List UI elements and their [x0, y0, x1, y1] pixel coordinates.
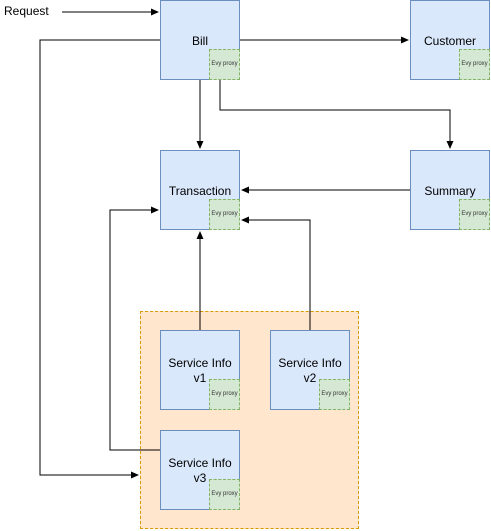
transaction-service-label: Transaction [168, 183, 232, 198]
service-info-v1-proxy[interactable]: Evy proxy [209, 379, 240, 410]
service-info-v2-proxy[interactable]: Evy proxy [319, 379, 350, 410]
bill-service-label: Bill [191, 33, 208, 48]
bill-service[interactable]: Bill Evy proxy [160, 0, 240, 80]
transaction-service[interactable]: Transaction Evy proxy [160, 150, 240, 230]
service-info-v1-label: Service Info v1 [168, 356, 232, 385]
summary-proxy[interactable]: Evy proxy [459, 199, 490, 230]
customer-service[interactable]: Customer Evy proxy [410, 0, 490, 80]
transaction-proxy[interactable]: Evy proxy [209, 199, 240, 230]
service-info-v3-label: Service Info v3 [168, 456, 232, 485]
request-label: Request [4, 4, 49, 18]
bill-proxy[interactable]: Evy proxy [209, 49, 240, 80]
service-info-v1[interactable]: Service Info v1 Evy proxy [160, 330, 240, 410]
service-info-v2[interactable]: Service Info v2 Evy proxy [270, 330, 350, 410]
service-info-v3[interactable]: Service Info v3 Evy proxy [160, 430, 240, 510]
customer-service-label: Customer [423, 33, 476, 48]
summary-service-label: Summary [424, 183, 476, 198]
service-info-v3-proxy[interactable]: Evy proxy [209, 479, 240, 510]
edge-bill-to-summary [219, 80, 454, 149]
service-info-v2-label: Service Info v2 [278, 356, 342, 385]
customer-proxy[interactable]: Evy proxy [459, 49, 490, 80]
summary-service[interactable]: Summary Evy proxy [410, 150, 490, 230]
